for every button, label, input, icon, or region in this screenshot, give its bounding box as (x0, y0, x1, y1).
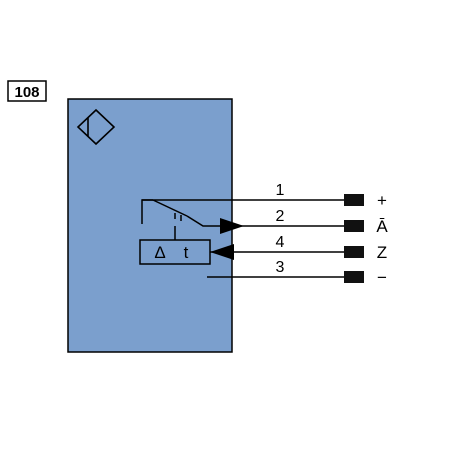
terminal-block (344, 246, 364, 258)
terminal-block (344, 194, 364, 206)
terminal-block (344, 271, 364, 283)
inductive-sensor-diamond-icon (76, 108, 116, 146)
wire-2: 2 Ā (186, 208, 388, 236)
signal-label: + (377, 191, 387, 210)
figure-number-badge: 108 (7, 80, 47, 102)
wire-3: 3 − (207, 259, 387, 287)
arrow-right-icon (220, 218, 244, 234)
pin-number: 2 (276, 208, 285, 225)
delay-symbol: Δ (154, 243, 165, 262)
signal-label: Z (377, 243, 387, 262)
signal-label: − (377, 268, 387, 287)
signal-label: Ā (376, 217, 388, 236)
arrow-left-icon (210, 244, 234, 260)
pin-number: 4 (276, 234, 285, 251)
terminal-block (344, 220, 364, 232)
delay-label: t (184, 243, 189, 262)
delay-block: Δ t (139, 239, 211, 265)
wire-4: 4 Z (210, 234, 387, 262)
pin-number: 1 (276, 182, 285, 199)
wire-1: 1 + (142, 182, 387, 210)
pin-number: 3 (276, 259, 285, 276)
figure-number: 108 (14, 84, 39, 101)
